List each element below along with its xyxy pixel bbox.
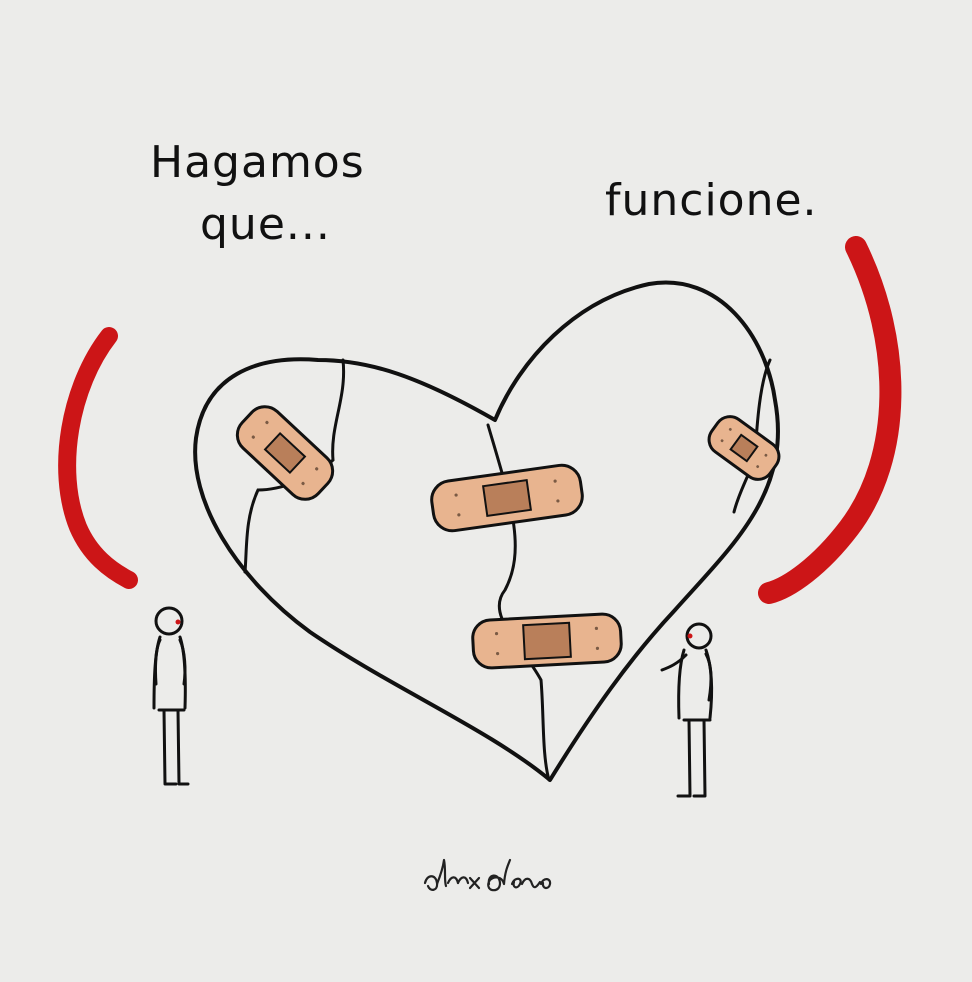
bandage-pad <box>729 433 759 463</box>
bandage-right <box>707 415 781 481</box>
caption-right: funcione. <box>605 175 818 226</box>
bandage-pad <box>263 431 307 475</box>
bandage-bottom <box>471 612 623 670</box>
person-right <box>660 622 714 798</box>
caption-left-line1: Hagamos <box>150 137 365 188</box>
person-icon <box>154 606 184 636</box>
bandage-pad <box>522 621 572 661</box>
person-icon <box>685 622 713 650</box>
person-left <box>152 606 190 786</box>
caption-left-line2: que... <box>200 199 331 250</box>
bandage-pad <box>481 478 533 518</box>
right-parenthesis-icon <box>758 236 902 604</box>
left-parenthesis-icon <box>58 327 138 589</box>
broken-heart-icon <box>193 280 780 782</box>
bandage-top-left <box>235 405 335 501</box>
signature: almxdena <box>420 858 590 898</box>
signature-logo <box>423 858 552 892</box>
bandage-center <box>430 463 584 533</box>
